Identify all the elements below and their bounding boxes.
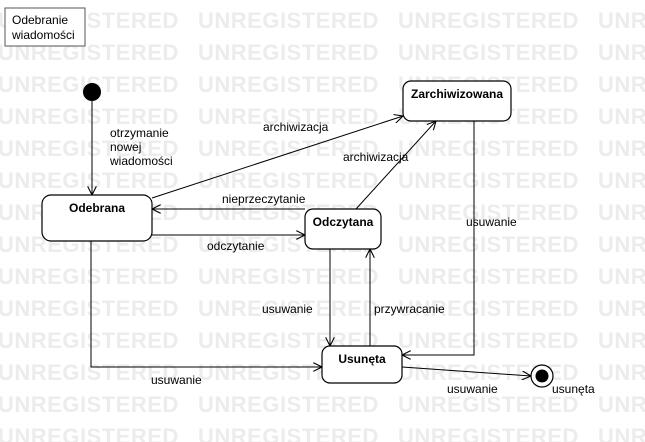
watermark-text: UNREGISTERED	[598, 136, 645, 161]
transition-odebrana-to-usunieta	[90, 240, 322, 367]
transition-labels: otrzymanie nowej wiadomości archiwizacja…	[109, 120, 517, 396]
initial-state-node	[83, 83, 101, 101]
watermark-text: UNREGISTERED	[398, 8, 579, 33]
watermark-text: UNREGISTERED	[598, 200, 645, 225]
state-odczytana-label: Odczytana	[313, 215, 374, 229]
state-odebrana-label: Odebrana	[69, 201, 125, 215]
watermark-text: UNREGISTERED	[198, 264, 379, 289]
label-archiwizacja-from-odebrana: archiwizacja	[263, 120, 329, 134]
watermark-text: UNREGISTERED	[198, 168, 379, 193]
watermark-text: UNREGISTERED	[398, 296, 579, 321]
watermark-text: UNREGISTERED	[398, 136, 579, 161]
watermark-text: UNREGISTERED	[0, 360, 179, 385]
watermark-text: UNREGISTERED	[198, 104, 379, 129]
final-state-node	[530, 364, 554, 388]
watermark-text: UNREGISTERED	[598, 392, 645, 417]
watermark-text: UNREGISTERED	[398, 40, 579, 65]
watermark-text: UNREGISTERED	[598, 264, 645, 289]
watermark-text: UNREGISTERED	[598, 328, 645, 353]
state-odczytana: Odczytana	[304, 208, 382, 250]
diagram-title: Odebranie wiadomości	[4, 7, 86, 47]
label-otrzymanie-line-2: nowej	[110, 140, 141, 154]
state-odebrana: Odebrana	[41, 194, 153, 242]
diagram-title-line-2: wiadomości	[11, 28, 75, 42]
watermark-text: UNREGISTERED	[598, 424, 645, 442]
watermark-text: UNREGISTERED	[398, 168, 579, 193]
watermark-text: UNREGISTERED	[0, 392, 179, 417]
transitions	[91, 101, 531, 376]
watermark-text: UNREGISTERED	[398, 264, 579, 289]
transition-usunieta-to-final	[401, 366, 531, 376]
label-odczytanie: odczytanie	[207, 239, 265, 253]
watermark-text: UNREGISTERED	[0, 168, 179, 193]
label-nieprzeczytanie: nieprzeczytanie	[222, 192, 306, 206]
label-archiwizacja-from-odczytana: archiwizacja	[343, 150, 409, 164]
final-state-label: usunęta	[552, 382, 595, 396]
watermark-text: UNREGISTERED	[598, 168, 645, 193]
watermark-text: UNREGISTERED	[0, 296, 179, 321]
watermark-text: UNREGISTERED	[598, 296, 645, 321]
watermark-text: UNREGISTERED	[0, 264, 179, 289]
watermark-text: UNREGISTERED	[0, 424, 179, 442]
state-usunieta-label: Usunęta	[338, 352, 386, 366]
watermark-text: UNREGISTERED	[398, 232, 579, 257]
watermark-text: UNREGISTERED	[398, 424, 579, 442]
watermark-text: UNREGISTERED	[598, 40, 645, 65]
label-otrzymanie-line-1: otrzymanie	[110, 126, 169, 140]
watermark-text: UNREGISTERED	[0, 136, 179, 161]
label-usuwanie-from-odebrana: usuwanie	[151, 373, 202, 387]
watermark-text: UNREGISTERED	[198, 392, 379, 417]
label-usuwanie-to-final: usuwanie	[447, 382, 498, 396]
label-otrzymanie-line-3: wiadomości	[109, 154, 173, 168]
label-usuwanie-from-zarchiwizowana: usuwanie	[466, 215, 517, 229]
transition-odczytana-to-zarchiwizowana	[355, 121, 436, 210]
watermark-text: UNREGISTERED	[598, 104, 645, 129]
state-zarchiwizowana-label: Zarchiwizowana	[411, 87, 503, 101]
transition-odebrana-to-zarchiwizowana	[151, 116, 403, 199]
watermark-text: UNREGISTERED	[0, 104, 179, 129]
watermark-text: UNREGISTERED	[598, 360, 645, 385]
watermark-text: UNREGISTERED	[198, 8, 379, 33]
label-przywracanie: przywracanie	[374, 302, 445, 316]
watermark-text: UNREGISTERED	[198, 424, 379, 442]
watermark-text: UNREGISTERED	[198, 72, 379, 97]
watermark-text: UNREGISTERED	[198, 40, 379, 65]
diagram-title-line-1: Odebranie	[12, 13, 68, 27]
watermark-text: UNREGISTERED	[198, 296, 379, 321]
watermark-text: UNREGISTERED	[598, 8, 645, 33]
watermark-text: UNREGISTERED	[0, 328, 179, 353]
label-usuwanie-from-odczytana: usuwanie	[262, 302, 313, 316]
watermark-text: UNREGISTERED	[398, 200, 579, 225]
watermark-text: UNREGISTERED	[598, 72, 645, 97]
state-usunieta: Usunęta	[321, 345, 403, 384]
watermark-text: UNREGISTERED	[198, 136, 379, 161]
state-zarchiwizowana: Zarchiwizowana	[402, 80, 512, 122]
transition-zarchiwizowana-to-usunieta	[402, 121, 475, 355]
watermark-text: UNREGISTERED	[398, 392, 579, 417]
watermark-text: UNREGISTERED	[598, 232, 645, 257]
watermark-text: UNREGISTERED	[398, 328, 579, 353]
